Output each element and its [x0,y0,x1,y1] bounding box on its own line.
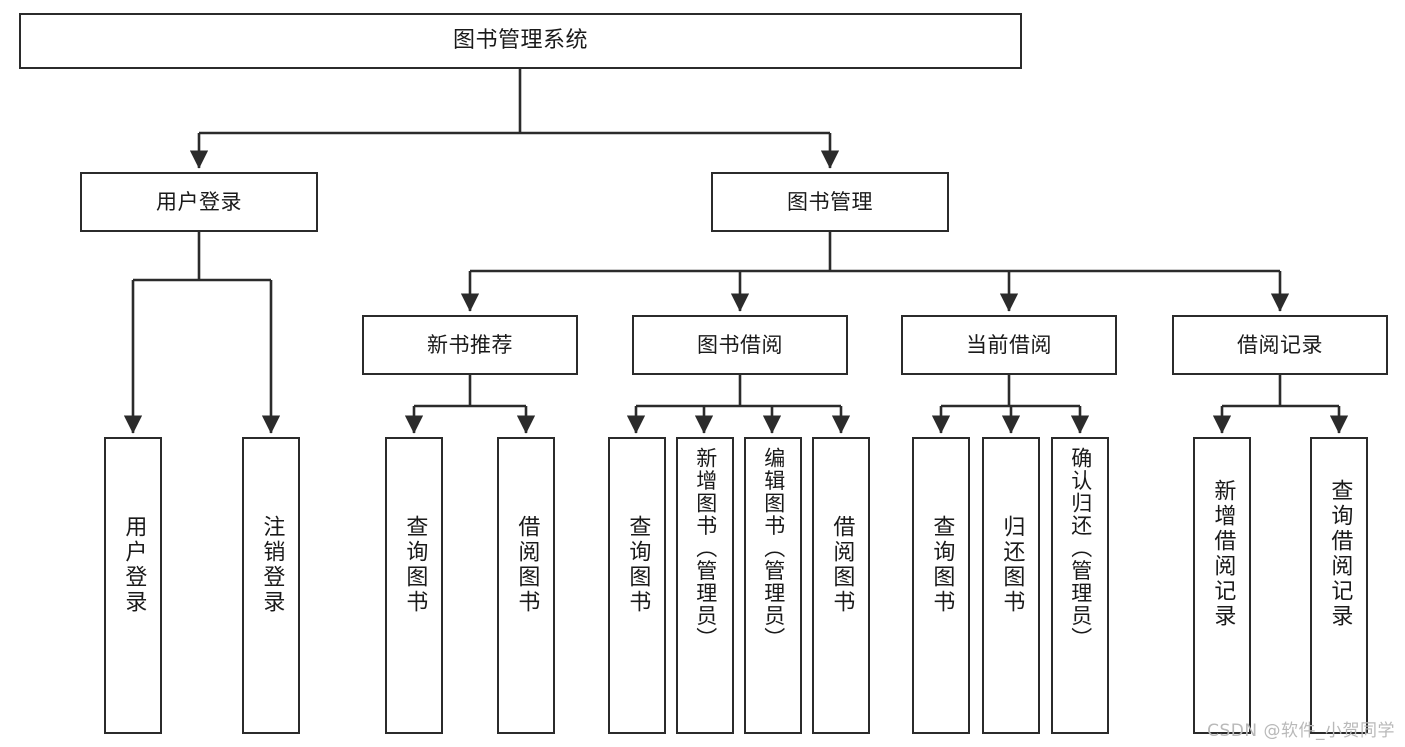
leaf-query-book-borrow[interactable]: 查询图书 [608,437,666,734]
node-label: 借阅图书 [514,515,540,615]
node-label: 借阅记录 [1237,332,1323,357]
node-label: 图书管理 [787,189,873,214]
leaf-user-login[interactable]: 用户登录 [104,437,162,734]
node-book-borrow[interactable]: 图书借阅 [632,315,848,375]
node-label: 查询图书 [402,515,428,615]
node-label: 查询借阅记录 [1327,479,1353,629]
leaf-borrow-book-borrow[interactable]: 借阅图书 [812,437,870,734]
node-root-book-management-system[interactable]: 图书管理系统 [19,13,1022,69]
leaf-add-borrow-record[interactable]: 新增借阅记录 [1193,437,1251,734]
node-label: 注销登录 [259,515,285,615]
leaf-return-book[interactable]: 归还图书 [982,437,1040,734]
leaf-query-book-recommend[interactable]: 查询图书 [385,437,443,734]
node-label: 新增借阅记录 [1210,479,1236,629]
node-current-borrow[interactable]: 当前借阅 [901,315,1117,375]
node-label: 查询图书 [929,515,955,615]
leaf-borrow-book-recommend[interactable]: 借阅图书 [497,437,555,734]
node-label: 归还图书 [999,515,1025,615]
node-label: 确认归还（管理员） [1068,447,1093,650]
leaf-query-borrow-record[interactable]: 查询借阅记录 [1310,437,1368,734]
node-label: 用户登录 [121,515,147,615]
node-label: 当前借阅 [966,332,1052,357]
node-new-book-recommend[interactable]: 新书推荐 [362,315,578,375]
node-user-login[interactable]: 用户登录 [80,172,318,232]
node-label: 借阅图书 [829,515,855,615]
node-label: 新书推荐 [427,332,513,357]
node-label: 用户登录 [156,189,242,214]
node-book-management[interactable]: 图书管理 [711,172,949,232]
node-label: 查询图书 [625,515,651,615]
node-label: 图书借阅 [697,332,783,357]
csdn-watermark: CSDN @软件_小贺同学 [1207,721,1395,741]
leaf-confirm-return-admin[interactable]: 确认归还（管理员） [1051,437,1109,734]
node-label: 新增图书（管理员） [693,447,718,650]
leaf-add-book-admin[interactable]: 新增图书（管理员） [676,437,734,734]
node-borrow-record[interactable]: 借阅记录 [1172,315,1388,375]
leaf-edit-book-admin[interactable]: 编辑图书（管理员） [744,437,802,734]
leaf-query-book-current[interactable]: 查询图书 [912,437,970,734]
node-label: 图书管理系统 [452,28,588,54]
leaf-user-logout[interactable]: 注销登录 [242,437,300,734]
node-label: 编辑图书（管理员） [761,447,786,650]
